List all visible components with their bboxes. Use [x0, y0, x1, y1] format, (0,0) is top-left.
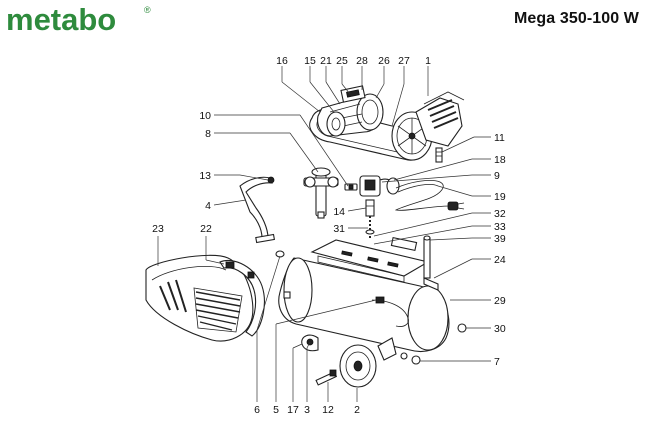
motor-belt-assembly — [309, 85, 465, 161]
callout-labels: 16 15 21 25 28 26 27 1 11 18 9 19 32 33 … — [152, 55, 506, 416]
part-7-nut — [411, 355, 421, 365]
callout-8: 8 — [205, 128, 211, 140]
metabo-logo: metabo ® — [6, 2, 151, 36]
part-39-pipe — [423, 235, 439, 291]
part-12-bolt — [315, 369, 338, 386]
callout-29: 29 — [494, 295, 506, 307]
callout-33: 33 — [494, 221, 506, 233]
callout-16: 16 — [276, 55, 288, 67]
callout-19: 19 — [494, 191, 506, 203]
part-30-plug — [457, 323, 467, 333]
callout-12: 12 — [322, 404, 334, 416]
callout-6: 6 — [254, 404, 260, 416]
callout-10: 10 — [199, 110, 211, 122]
callout-7: 7 — [494, 356, 500, 368]
metabo-logo-text: metabo — [6, 2, 116, 36]
callout-15: 15 — [304, 55, 316, 67]
callout-5: 5 — [273, 404, 279, 416]
callout-3: 3 — [304, 404, 310, 416]
callout-30: 30 — [494, 323, 506, 335]
part-10-fitting — [344, 183, 358, 191]
callout-25: 25 — [336, 55, 348, 67]
part-29-tank — [278, 236, 450, 353]
callout-22: 22 — [200, 223, 212, 235]
callout-13: 13 — [199, 170, 211, 182]
leader-lines — [157, 66, 491, 402]
callout-32: 32 — [494, 208, 506, 220]
callout-2: 2 — [354, 404, 360, 416]
callout-17: 17 — [287, 404, 299, 416]
part-14-valve — [365, 199, 375, 217]
part-4-handle — [239, 176, 276, 244]
callout-18: 18 — [494, 154, 506, 166]
part-22-cover-frame — [219, 260, 265, 337]
callout-14: 14 — [333, 206, 345, 218]
callout-26: 26 — [378, 55, 390, 67]
part-2-wheel — [339, 337, 408, 388]
callout-4: 4 — [205, 200, 211, 212]
part-11-fitting — [435, 147, 443, 163]
callout-31: 31 — [333, 223, 345, 235]
callout-11: 11 — [494, 132, 505, 144]
callout-1: 1 — [425, 55, 431, 67]
callout-21: 21 — [320, 55, 332, 67]
part-8-pressure-switch — [303, 167, 339, 219]
part-32-33-pipe — [365, 216, 375, 240]
callout-23: 23 — [152, 223, 164, 235]
part-9-switch-box — [359, 175, 400, 197]
callout-24: 24 — [494, 254, 506, 266]
callout-27: 27 — [398, 55, 410, 67]
callout-9: 9 — [494, 170, 500, 182]
callout-39: 39 — [494, 233, 506, 245]
registered-mark: ® — [144, 5, 151, 15]
part-19-power-cord — [394, 180, 465, 211]
callout-28: 28 — [356, 55, 368, 67]
drain-fitting — [283, 291, 291, 299]
model-title: Mega 350-100 W — [513, 10, 639, 27]
part-23-cover — [145, 254, 254, 342]
